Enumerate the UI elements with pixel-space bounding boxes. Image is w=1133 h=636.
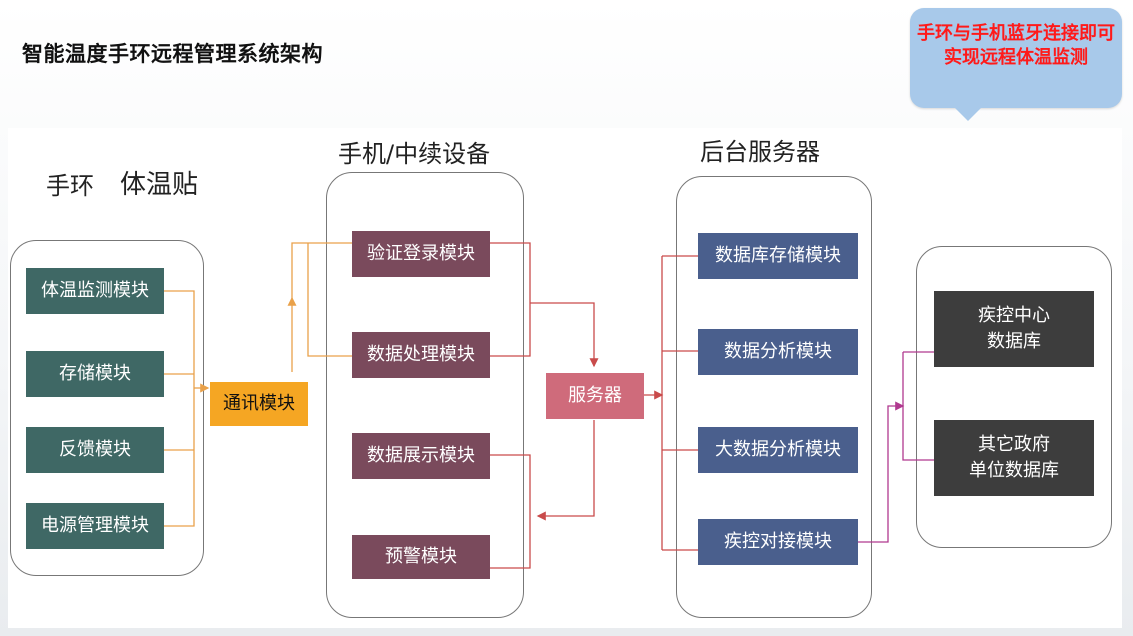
login-verification-module: 验证登录模块 <box>352 231 490 277</box>
big-data-analysis-module: 大数据分析模块 <box>698 427 858 473</box>
phone-header: 手机/中续设备 <box>338 140 491 168</box>
storage-module: 存储模块 <box>26 351 164 397</box>
callout-bubble: 手环与手机蓝牙连接即可实现远程体温监测 <box>910 8 1122 108</box>
power-management-module: 电源管理模块 <box>26 503 164 549</box>
page-title: 智能温度手环远程管理系统架构 <box>22 41 323 66</box>
data-processing-module: 数据处理模块 <box>352 332 490 378</box>
cdc-integration-module: 疾控对接模块 <box>698 519 858 565</box>
patch-header: 体温贴 <box>120 170 199 200</box>
government-database: 其它政府 单位数据库 <box>934 420 1094 496</box>
callout-text: 手环与手机蓝牙连接即可实现远程体温监测 <box>917 23 1115 68</box>
cdc-database: 疾控中心 数据库 <box>934 291 1094 367</box>
warning-module: 预警模块 <box>352 535 490 579</box>
database-storage-module: 数据库存储模块 <box>698 233 858 279</box>
communication-module: 通讯模块 <box>210 382 308 426</box>
backend-header: 后台服务器 <box>700 138 820 166</box>
data-analysis-module: 数据分析模块 <box>698 329 858 375</box>
server-node: 服务器 <box>546 373 644 419</box>
band-header: 手环 <box>46 172 94 200</box>
feedback-module: 反馈模块 <box>26 427 164 473</box>
callout-tail <box>954 107 982 121</box>
connector-lines <box>164 242 934 569</box>
architecture-diagram: 手环 体温贴 手机/中续设备 后台服务器 体温监测模块 存储模块 反馈模块 电源… <box>8 128 1122 628</box>
data-display-module: 数据展示模块 <box>352 433 490 479</box>
temperature-monitor-module: 体温监测模块 <box>26 268 164 314</box>
